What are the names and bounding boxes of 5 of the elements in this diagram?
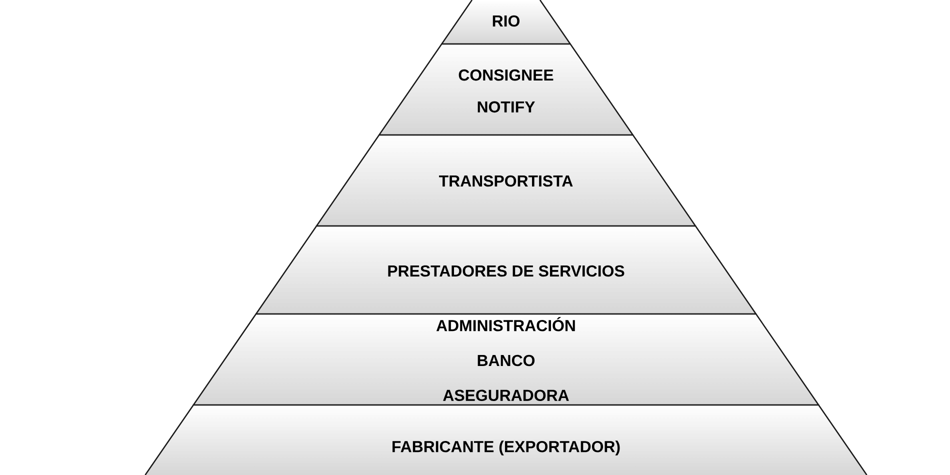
pyramid-level: ADMINISTRACIÓN BANCO ASEGURADORA [192, 313, 820, 406]
pyramid-level: TRANSPORTISTA [316, 134, 696, 227]
pyramid-level: PRESTADORES DE SERVICIOS [255, 225, 757, 315]
pyramid-level: RIO [441, 0, 571, 45]
pyramid-level: FABRICANTE (EXPORTADOR) [144, 404, 868, 475]
